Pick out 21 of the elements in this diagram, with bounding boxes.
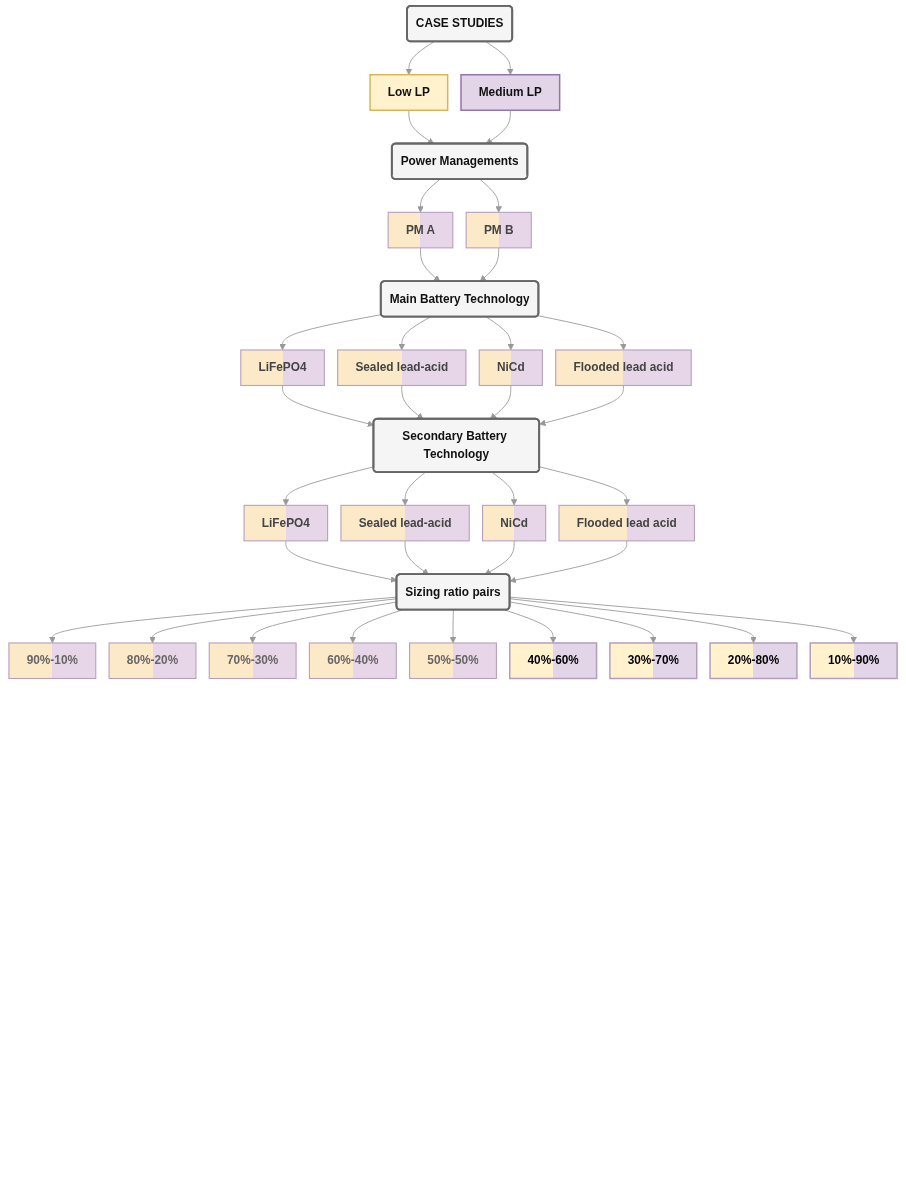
node-box: NiCd [482, 504, 547, 542]
node-box: 40%-60% [509, 642, 598, 680]
node-box: PM A [387, 211, 454, 249]
node-box: 90%-10% [8, 642, 97, 680]
node-box: LiFePO4 [240, 349, 325, 387]
node-box: Flooded lead acid [558, 504, 696, 542]
node-box: LiFePO4 [243, 504, 329, 542]
node-box: Flooded lead acid [555, 349, 692, 387]
node-box: Sealed lead-acid [337, 349, 467, 387]
node-box: 60%-40% [308, 642, 397, 680]
node-box: NiCd [478, 349, 543, 387]
node-box: Sealed lead-acid [340, 504, 470, 542]
node-box: 70%-30% [208, 642, 297, 680]
node-box: Low LP [369, 74, 449, 111]
node-box: 80%-20% [108, 642, 197, 680]
node-box: PM B [465, 211, 532, 249]
node-box: 10%-90% [809, 642, 898, 680]
node-box: Medium LP [460, 74, 561, 111]
node-box: 20%-80% [709, 642, 798, 680]
node-box: 30%-70% [609, 642, 698, 680]
node-box: 50%-50% [409, 642, 497, 680]
